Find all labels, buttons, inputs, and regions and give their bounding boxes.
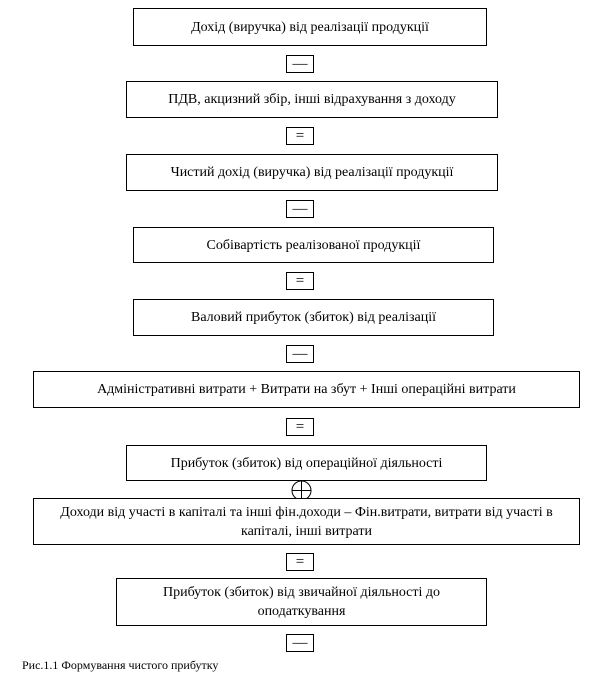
equals-operator: =	[286, 553, 314, 571]
box-operating-profit: Прибуток (збиток) від операційної діяльн…	[126, 445, 487, 481]
equals-operator: =	[286, 127, 314, 145]
minus-operator: —	[286, 634, 314, 652]
box-revenue: Дохід (виручка) від реалізації продукції	[133, 8, 487, 46]
box-financial-results: Доходи від участі в капіталі та інші фін…	[33, 498, 580, 545]
minus-operator: —	[286, 200, 314, 218]
box-cost-of-goods: Собівартість реалізованої продукції	[133, 227, 494, 263]
box-pretax-profit: Прибуток (збиток) від звичайної діяльнос…	[116, 578, 487, 626]
equals-operator: =	[286, 272, 314, 290]
equals-operator: =	[286, 418, 314, 436]
box-net-revenue: Чистий дохід (виручка) від реалізації пр…	[126, 154, 498, 191]
plus-circle-icon	[291, 480, 312, 501]
box-gross-profit: Валовий прибуток (збиток) від реалізації	[133, 299, 494, 336]
minus-operator: —	[286, 55, 314, 73]
figure-caption: Рис.1.1 Формування чистого прибутку	[22, 658, 219, 672]
minus-operator: —	[286, 345, 314, 363]
box-operating-expenses: Адміністративні витрати + Витрати на збу…	[33, 371, 580, 408]
box-vat-deductions: ПДВ, акцизний збір, інші відрахування з …	[126, 81, 498, 118]
